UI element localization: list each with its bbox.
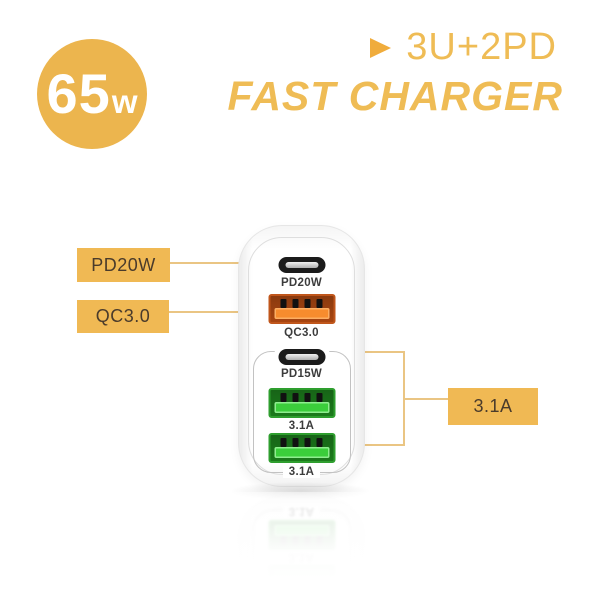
usb-tongue [274,447,329,458]
port-label-pd15w: PD15W [280,368,323,380]
usb-a-port-31a-1 [268,388,335,418]
port-label-qc30: QC3.0 [284,327,319,339]
usb-tongue [274,308,329,319]
charger-body: PD20W QC3.0 PD15W 3.1A 3.1A [238,225,365,487]
callout-qc30: QC3.0 [77,300,169,333]
reflection-fade [0,492,600,600]
callout-pd20w: PD20W [77,248,170,282]
port-label-31a-2: 3.1A [239,466,364,478]
usb-c-slot [285,262,318,268]
bracket-line-middle [405,398,448,400]
callout-31a: 3.1A [448,388,538,425]
header-title: FAST CHARGER [227,73,563,119]
callout-pd20w-label: PD20W [91,254,156,275]
bracket-line-vertical [403,351,405,446]
wattage-value: 65 [46,62,111,125]
callout-31a-label: 3.1A [473,396,513,416]
usb-pins [270,296,333,308]
port-label-pd20w: PD20W [280,277,323,289]
callout-qc30-label: QC3.0 [95,306,151,326]
usb-tongue [274,402,329,413]
play-triangle-icon [370,37,392,58]
connector-line-qc30 [169,311,262,313]
usb-a-port-31a-2 [268,433,335,463]
tagline-text: 3U+2PD [406,26,557,68]
usb-pins [270,435,333,447]
usb-c-slot [285,354,318,360]
bracket-line-top [338,351,405,353]
usb-pins [270,390,333,402]
connector-line-pd20w [170,262,269,264]
bracket-line-bottom [345,444,405,446]
wattage-unit: w [111,83,138,120]
usb-a-port-qc30 [268,294,335,324]
port-label-31a-1: 3.1A [288,420,315,432]
usb-c-port-pd15w [278,349,325,365]
header-tagline: 3U+2PD [370,26,557,69]
usb-c-port-pd20w [278,257,325,273]
